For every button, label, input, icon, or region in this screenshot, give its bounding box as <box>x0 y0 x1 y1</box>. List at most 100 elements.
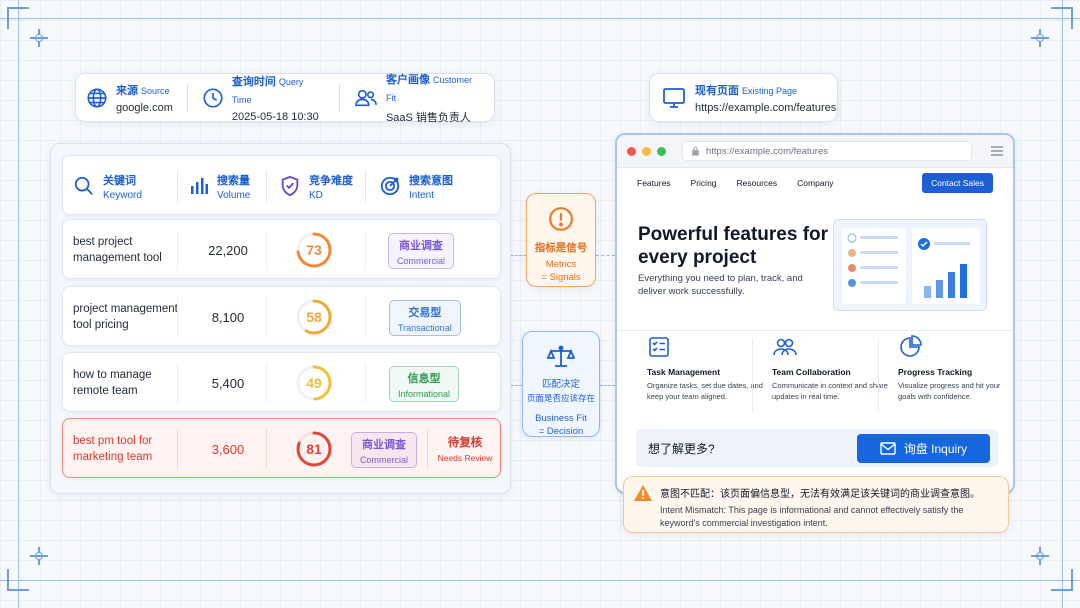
feature-desc: Communicate in context and share updates… <box>772 381 888 401</box>
kd-gauge: 58 <box>295 298 333 336</box>
divider <box>752 338 753 412</box>
review-status-en: Needs Review <box>437 453 493 463</box>
checklist-icon <box>647 335 671 359</box>
header-kd-cn: 竞争难度 <box>309 174 353 187</box>
query-time-label: 查询时间 <box>231 76 276 88</box>
keyword-cell: how to manage remote team <box>73 369 152 397</box>
inquiry-button[interactable]: 询盘 Inquiry <box>857 434 990 463</box>
nav-resources[interactable]: Resources <box>736 178 778 188</box>
decision-label-cn2: 页面是否应该存在 <box>526 393 595 403</box>
feature-desc: Visualize progress and hit your goals wi… <box>898 381 1001 401</box>
header-keyword-en: Keyword <box>103 189 142 201</box>
globe-icon <box>86 87 108 109</box>
source-value: google.com <box>116 102 173 114</box>
connector-line <box>511 385 522 386</box>
kd-gauge: 49 <box>295 364 333 402</box>
divider <box>365 170 366 202</box>
customer-fit-value: SaaS 销售负责人 <box>385 112 471 124</box>
header-keyword-cn: 关键词 <box>103 174 136 187</box>
volume-cell: 5,400 <box>211 375 245 391</box>
intent-badge: 交易型 Transactional <box>389 300 461 336</box>
source-label-en: Source <box>141 86 170 96</box>
header-volume-en: Volume <box>217 189 251 201</box>
frame-line-top <box>0 18 1080 19</box>
table-row[interactable]: how to manage remote team 5,400 49 信息型 I… <box>62 352 501 412</box>
volume-cell: 22,200 <box>208 242 248 258</box>
close-dot[interactable] <box>627 146 636 156</box>
clock-icon <box>202 87 224 109</box>
product-illustration <box>833 219 987 311</box>
volume-cell: 3,600 <box>211 441 245 457</box>
landing-page-preview: https://example.com/features Features Pr… <box>615 133 1015 494</box>
minimize-dot[interactable] <box>642 146 651 156</box>
intent-badge-en: Commercial <box>397 255 446 266</box>
crosshair-mark <box>30 547 48 565</box>
keyword-cell: best project management tool <box>73 236 162 264</box>
users-icon <box>354 87 378 109</box>
business-fit-decision-box: 匹配决定 页面是否应该存在 Business Fit = Decision <box>522 331 600 437</box>
existing-page-label: 现有页面 <box>695 85 739 97</box>
decision-label-en1: Business Fit <box>535 413 587 424</box>
warning-text-cn: 意图不匹配：该页面偏信息型，无法有效满足该关键词的商业调查意图。 <box>660 489 980 500</box>
divider <box>177 170 178 202</box>
frame-line-left <box>18 0 19 608</box>
divider <box>878 338 879 412</box>
table-row-flagged[interactable]: best pm tool for marketing team 3,600 81… <box>62 418 501 478</box>
divider <box>266 170 267 202</box>
signal-label-en2: = Signals <box>541 272 581 283</box>
existing-page-url: https://example.com/features <box>695 102 837 114</box>
inquiry-section: 想了解更多? 询盘 Inquiry <box>636 429 998 467</box>
review-status: 待复核 Needs Review <box>433 434 497 463</box>
kd-value: 49 <box>306 375 322 391</box>
kd-arc <box>296 232 332 268</box>
connector-line <box>596 255 615 256</box>
divider <box>365 230 366 270</box>
intent-badge: 信息型 Informational <box>389 366 460 402</box>
intent-badge-cn: 交易型 <box>408 306 442 319</box>
corner-mark <box>1051 569 1073 591</box>
signal-label-en1: Metrics <box>545 259 577 270</box>
kd-arc <box>296 299 332 335</box>
kd-value: 58 <box>306 309 322 325</box>
table-row[interactable]: best project management tool 22,200 73 商… <box>62 219 501 279</box>
feature-title: Progress Tracking <box>898 367 973 377</box>
pie-chart-icon <box>898 335 922 359</box>
site-nav: Features Pricing Resources Company Conta… <box>617 168 1013 198</box>
maximize-dot[interactable] <box>657 146 666 156</box>
table-row[interactable]: project management tool pricing 8,100 58… <box>62 286 501 346</box>
feature-task-management: Task Management Organize tasks, set due … <box>647 335 767 402</box>
feature-progress-tracking: Progress Tracking Visualize progress and… <box>898 335 1013 402</box>
address-bar[interactable]: https://example.com/features <box>682 141 972 161</box>
kd-gauge: 81 <box>295 430 333 468</box>
source-label: 来源 <box>116 85 138 97</box>
lock-icon <box>691 146 700 156</box>
nav-features[interactable]: Features <box>637 178 671 188</box>
divider <box>427 429 428 469</box>
connector-line <box>600 385 615 386</box>
volume-cell: 8,100 <box>211 309 245 325</box>
nav-pricing[interactable]: Pricing <box>690 178 717 188</box>
intent-badge: 商业调查 Commercial <box>351 432 418 468</box>
contact-sales-button[interactable]: Contact Sales <box>922 173 993 193</box>
intent-badge-en: Transactional <box>398 322 452 333</box>
corner-mark <box>7 7 29 29</box>
intent-mismatch-warning: 意图不匹配：该页面偏信息型，无法有效满足该关键词的商业调查意图。 Intent … <box>623 476 1009 533</box>
intent-badge-en: Informational <box>398 388 451 399</box>
team-icon <box>772 335 798 359</box>
alert-circle-icon <box>548 206 574 232</box>
nav-company[interactable]: Company <box>797 178 834 188</box>
divider <box>266 363 267 403</box>
menu-icon[interactable] <box>991 146 1003 156</box>
divider <box>338 83 340 112</box>
kd-value: 81 <box>306 441 322 457</box>
customer-fit-label-en: Customer Fit <box>385 75 472 103</box>
divider <box>186 83 188 112</box>
kd-arc <box>296 365 332 401</box>
bar-chart-icon <box>189 176 209 196</box>
